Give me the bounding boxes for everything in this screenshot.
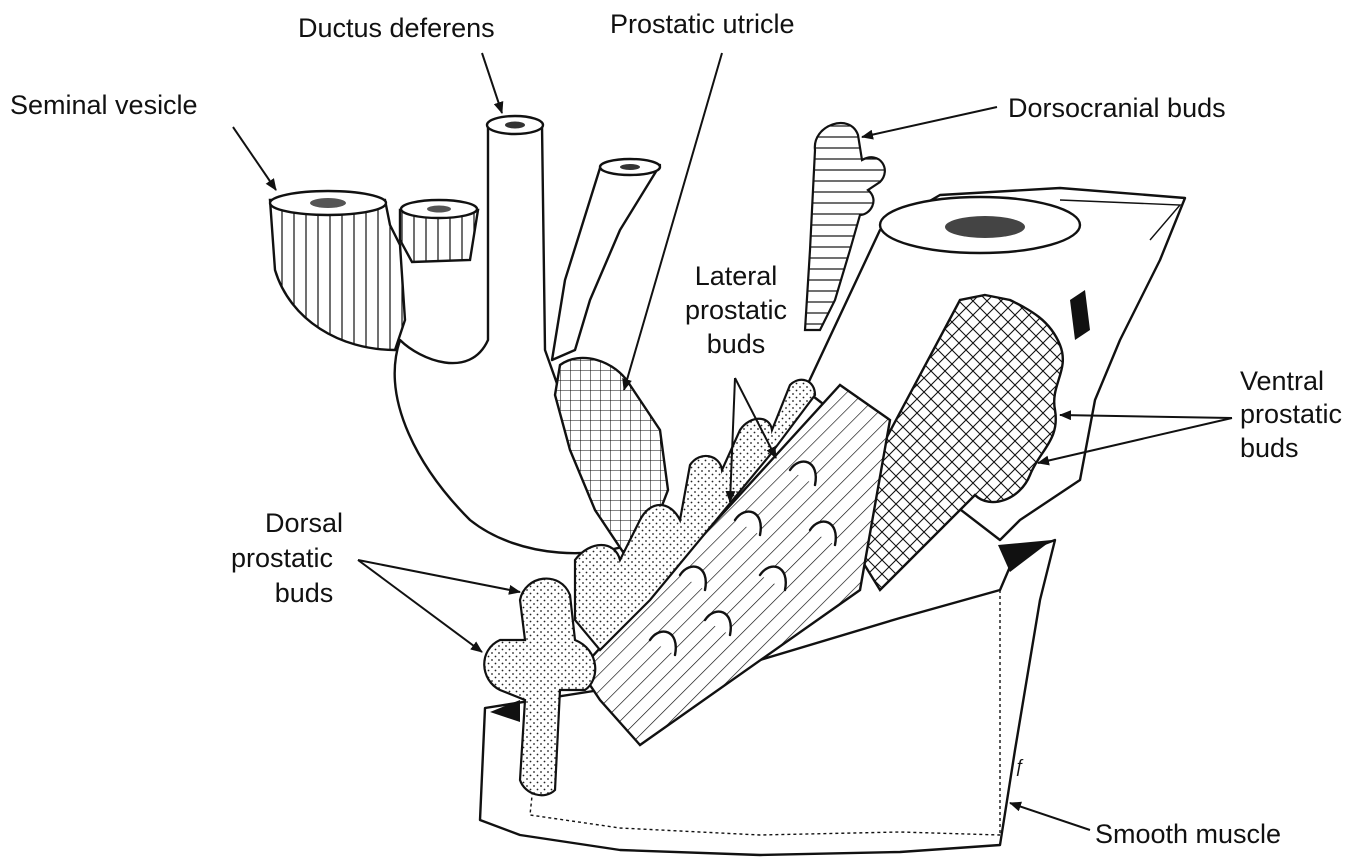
- seminal-vesicle: [270, 191, 478, 350]
- label-lateral-line1: Lateral: [695, 261, 778, 291]
- label-dorsal-line1: Dorsal: [265, 508, 343, 538]
- label-dorsal-line2: prostatic: [231, 543, 333, 573]
- label-lateral-line3: buds: [707, 329, 766, 359]
- label-ductus-deferens: Ductus deferens: [298, 13, 495, 43]
- label-smooth-muscle: Smooth muscle: [1095, 819, 1281, 849]
- label-dorsal-line3: buds: [275, 578, 334, 608]
- arrow-ductus-deferens: [482, 53, 502, 113]
- arrow-dorsal-buds-b: [358, 560, 482, 652]
- label-ventral-line1: Ventral: [1240, 366, 1324, 396]
- label-lateral-line2: prostatic: [685, 295, 787, 325]
- ejaculatory-tube: [552, 159, 660, 360]
- arrow-dorsocranial-buds: [862, 107, 997, 137]
- label-seminal-vesicle: Seminal vesicle: [10, 90, 198, 120]
- label-prostatic-utricle: Prostatic utricle: [610, 9, 795, 39]
- label-ventral-line3: buds: [1240, 433, 1299, 463]
- arrow-seminal-vesicle: [233, 127, 276, 190]
- label-dorsocranial-buds: Dorsocranial buds: [1008, 93, 1226, 123]
- label-ventral-line2: prostatic: [1240, 399, 1342, 429]
- arrow-smooth-muscle: [1010, 803, 1090, 830]
- arrow-dorsal-buds-a: [358, 560, 520, 592]
- signature-mark: ƒ: [1015, 756, 1025, 776]
